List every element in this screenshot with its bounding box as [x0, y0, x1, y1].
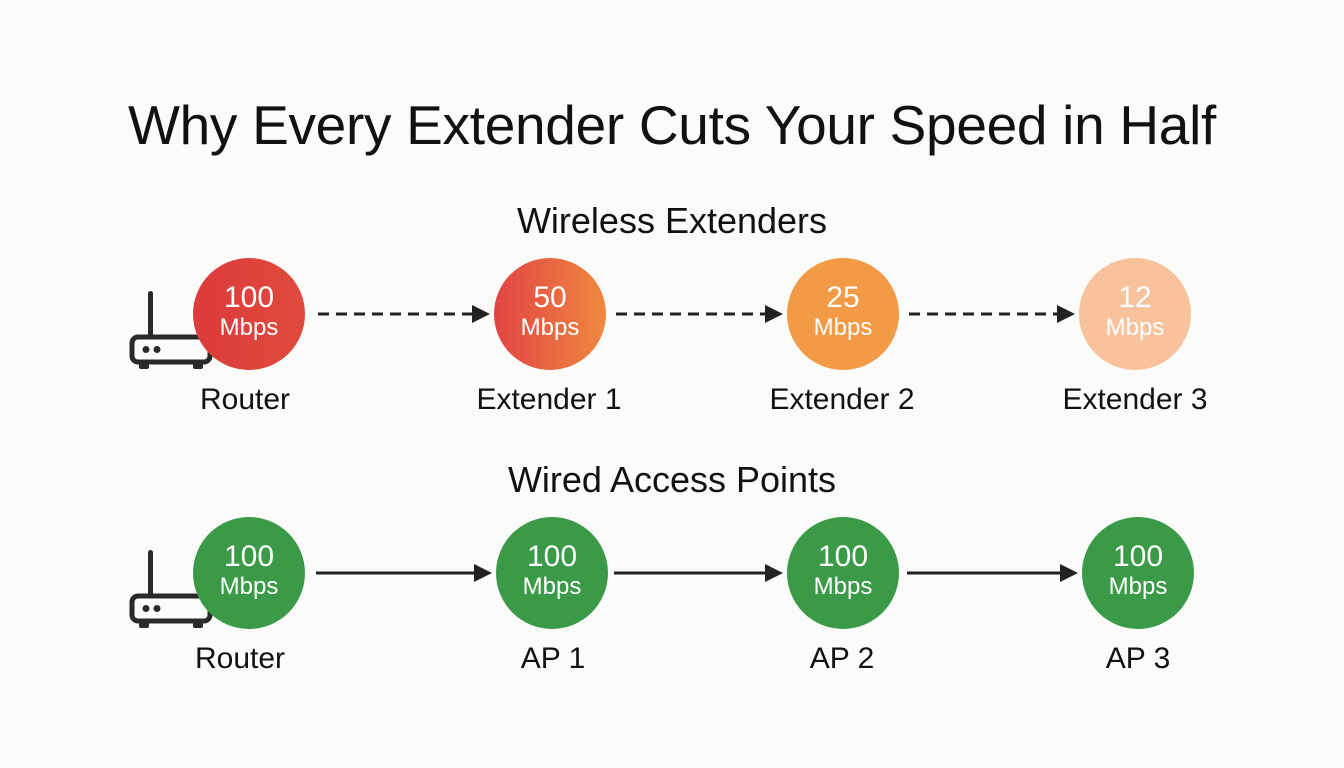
node-speed-unit: Mbps: [219, 314, 279, 341]
node-label: AP 1: [520, 642, 586, 675]
node-label: Extender 1: [476, 383, 622, 416]
node-label: Extender 3: [1062, 383, 1208, 416]
node-speed-unit: Mbps: [813, 314, 873, 341]
node-speed-value: 100: [223, 281, 275, 314]
node-speed-value: 25: [826, 281, 860, 314]
node-extender-1: 50 Mbps: [494, 258, 606, 370]
node-ap-1: 100 Mbps: [496, 517, 608, 629]
arrow-right-icon: [1057, 305, 1075, 323]
node-extender-3: 12 Mbps: [1079, 258, 1191, 370]
node-speed-value: 12: [1118, 281, 1152, 314]
arrow-right-icon: [765, 564, 783, 582]
node-router-wireless: 100 Mbps: [193, 258, 305, 370]
node-ap-3: 100 Mbps: [1082, 517, 1194, 629]
wireless-arrow-2: [616, 305, 783, 323]
wired-section-title: Wired Access Points: [507, 459, 837, 500]
diagram-title: Why Every Extender Cuts Your Speed in Ha…: [128, 94, 1216, 156]
node-label: AP 2: [809, 642, 875, 675]
node-speed-unit: Mbps: [522, 573, 582, 600]
node-speed-unit: Mbps: [219, 573, 279, 600]
node-label: Router: [199, 383, 291, 416]
router-icon: [129, 291, 213, 369]
wired-arrow-3: [907, 564, 1078, 582]
node-speed-value: 100: [1112, 540, 1164, 573]
wired-arrow-1: [316, 564, 492, 582]
wired-arrow-2: [614, 564, 783, 582]
wireless-arrow-3: [909, 305, 1075, 323]
node-router-wired: 100 Mbps: [193, 517, 305, 629]
arrow-right-icon: [474, 564, 492, 582]
node-speed-value: 50: [533, 281, 567, 314]
node-speed-unit: Mbps: [520, 314, 580, 341]
node-label: Router: [194, 642, 286, 675]
node-extender-2: 25 Mbps: [787, 258, 899, 370]
node-speed-value: 100: [223, 540, 275, 573]
wireless-arrow-1: [318, 305, 490, 323]
arrow-right-icon: [1060, 564, 1078, 582]
arrow-right-icon: [472, 305, 490, 323]
wireless-section-title: Wireless Extenders: [516, 200, 828, 241]
node-ap-2: 100 Mbps: [787, 517, 899, 629]
node-speed-unit: Mbps: [813, 573, 873, 600]
arrow-right-icon: [765, 305, 783, 323]
node-label: AP 3: [1105, 642, 1171, 675]
node-speed-unit: Mbps: [1105, 314, 1165, 341]
node-speed-unit: Mbps: [1108, 573, 1168, 600]
node-speed-value: 100: [526, 540, 578, 573]
node-label: Extender 2: [769, 383, 915, 416]
node-speed-value: 100: [817, 540, 869, 573]
